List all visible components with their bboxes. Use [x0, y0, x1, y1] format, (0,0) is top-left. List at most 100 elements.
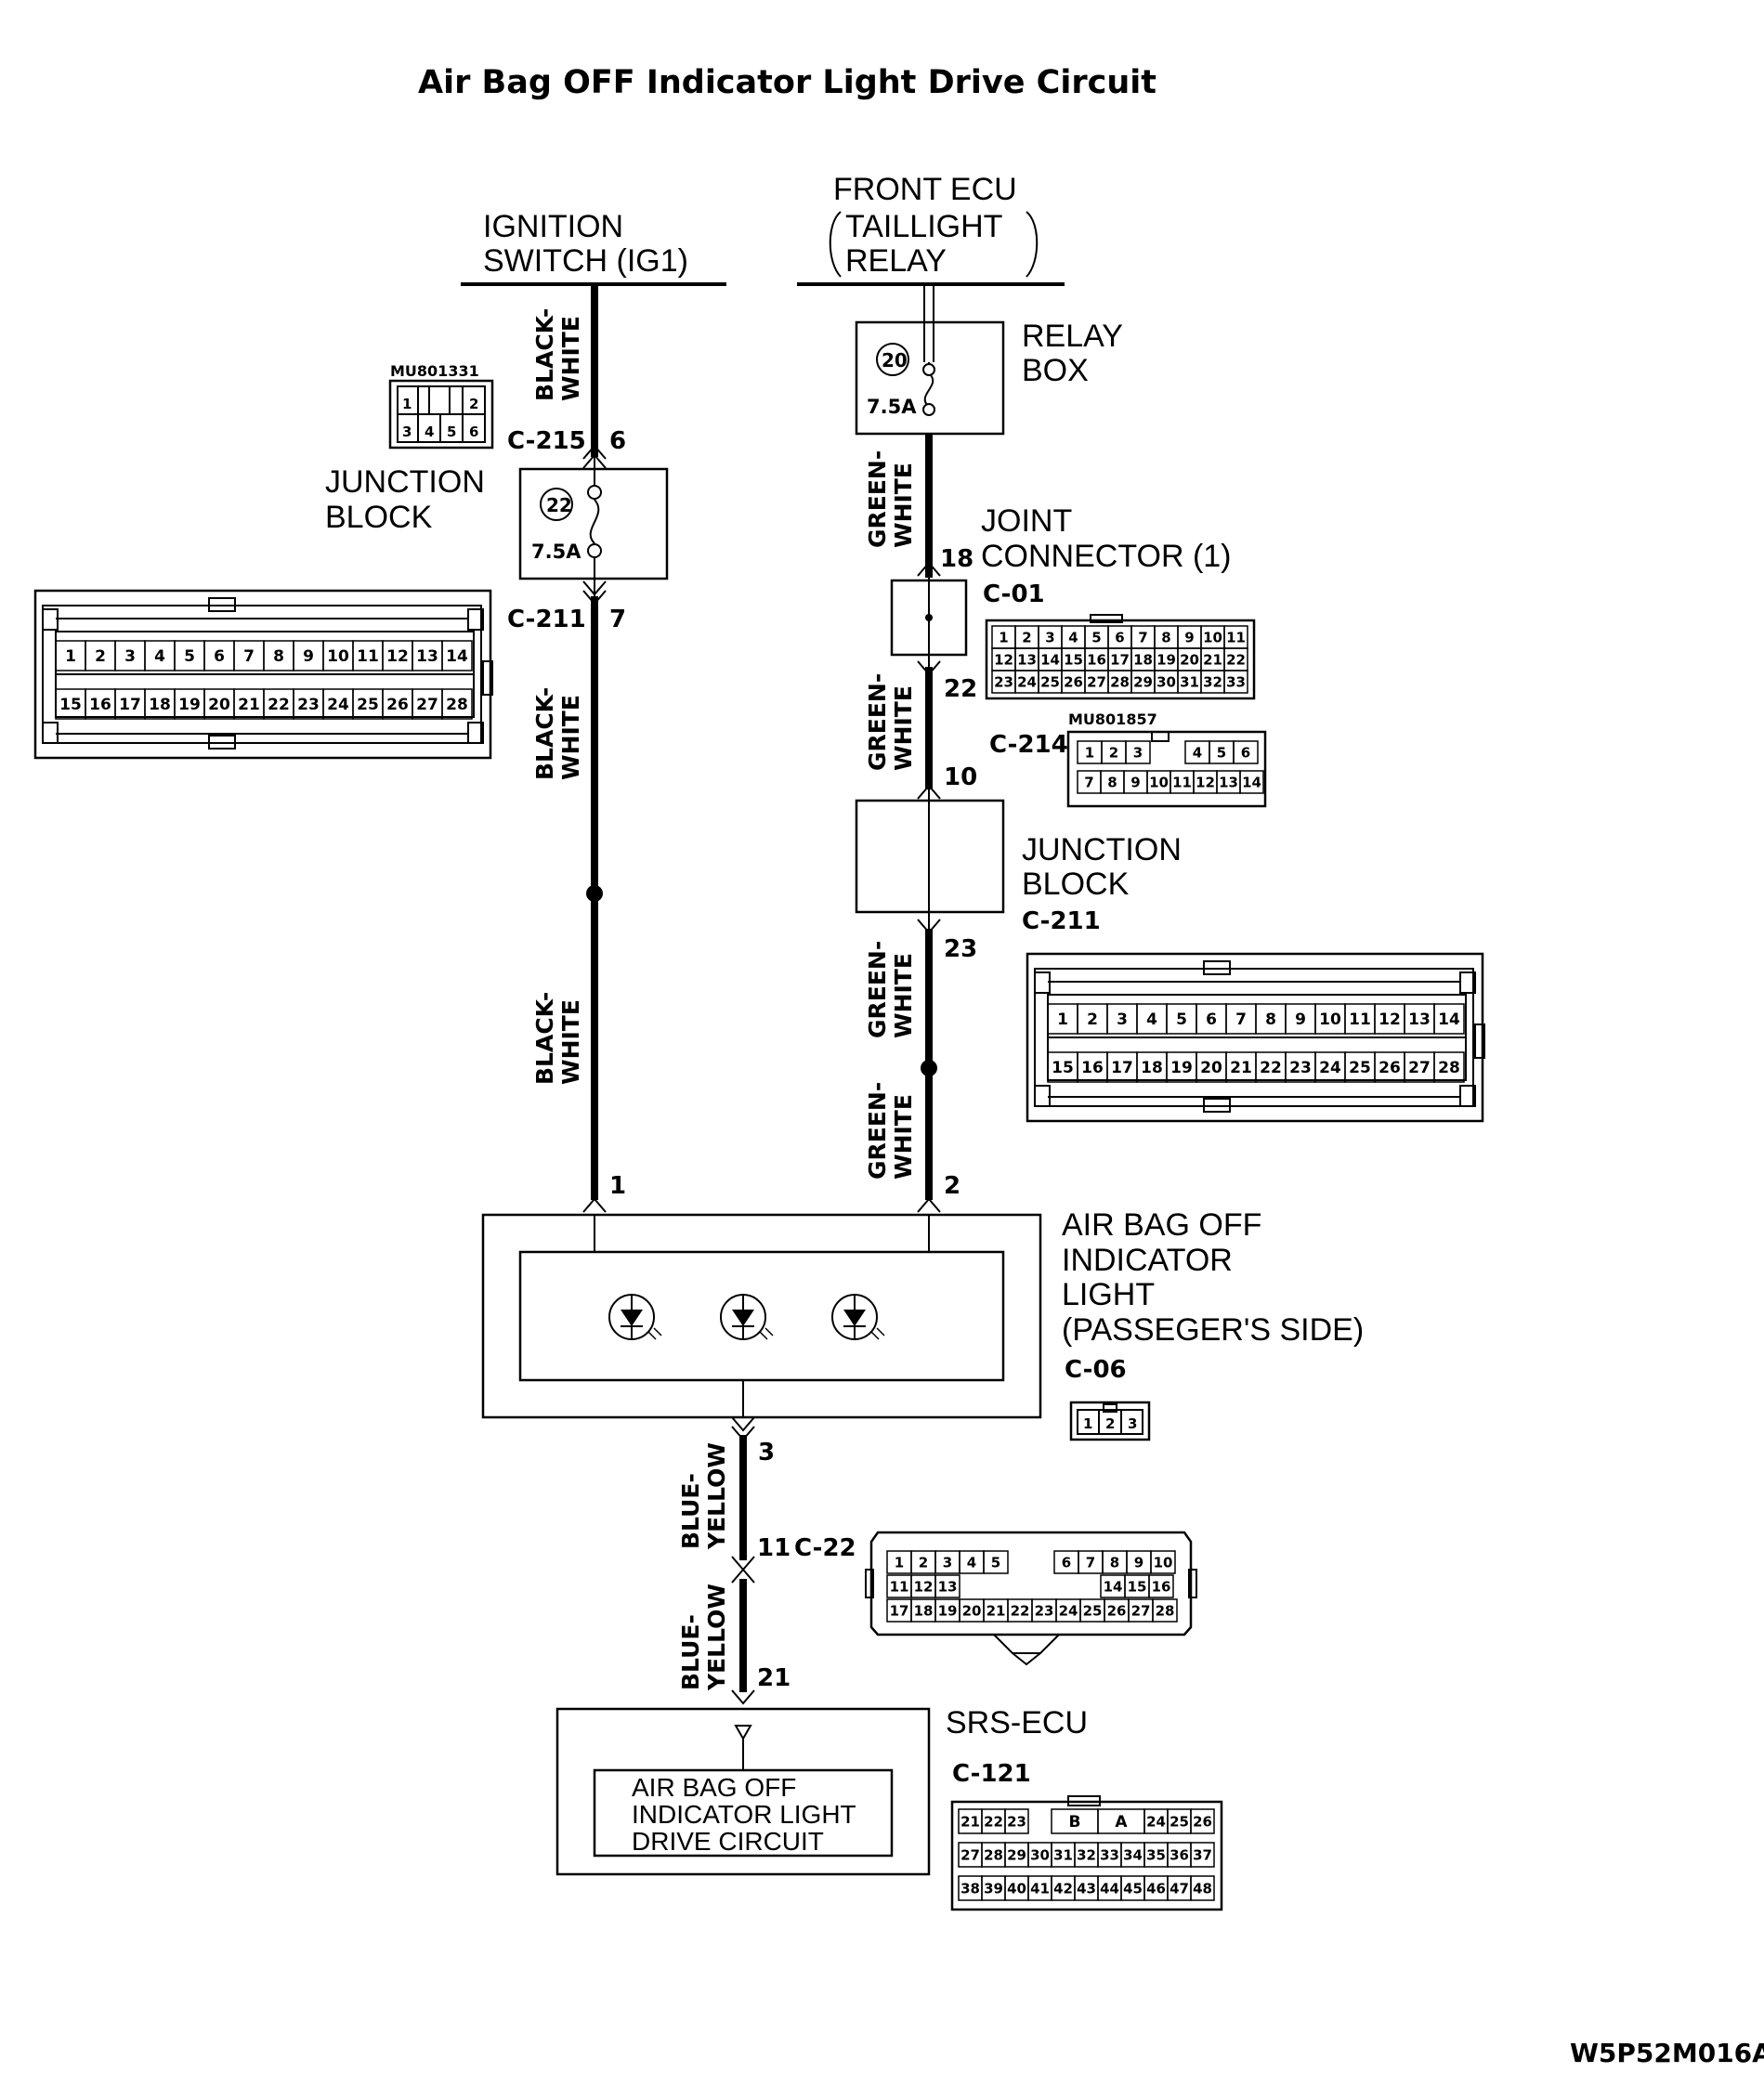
- pin-number: 25: [1083, 1602, 1103, 1619]
- mu801331-pin: 3: [402, 424, 412, 440]
- pin-number: 1: [895, 1554, 904, 1571]
- svg-text:WHITE: WHITE: [890, 1094, 917, 1180]
- svg-text:GREEN-: GREEN-: [864, 673, 891, 771]
- pin-number: 6: [1062, 1554, 1071, 1571]
- svg-text:BLUE-: BLUE-: [677, 1473, 704, 1549]
- connector-arrow: [917, 784, 941, 800]
- c211-connector-label: C-211: [507, 606, 586, 633]
- pin-cell: [1004, 1808, 1029, 1834]
- pin-number: 20: [1200, 1059, 1222, 1077]
- pin-number: 8: [1107, 774, 1117, 790]
- pin-cell: [1223, 670, 1248, 694]
- indicator-pin-out: 3: [758, 1439, 775, 1467]
- pin-number: 15: [1064, 651, 1083, 668]
- ignition-label-1: IGNITION: [483, 209, 623, 244]
- joint-connector-box: [890, 579, 968, 657]
- pin-number: 15: [59, 696, 82, 714]
- pin-number: 44: [1100, 1880, 1119, 1897]
- pin-number: 30: [1156, 673, 1176, 690]
- pin-number: 12: [1196, 774, 1215, 790]
- pin-number: 26: [386, 696, 409, 714]
- pin-number: 24: [1059, 1602, 1078, 1619]
- pin-cell: [441, 640, 473, 671]
- pin-number: 15: [1052, 1059, 1074, 1077]
- relay-box-label-1: RELAY: [1022, 319, 1123, 354]
- connector-arrow: [582, 444, 607, 469]
- pin-number: 14: [446, 647, 468, 666]
- pin-number: 8: [1161, 629, 1170, 645]
- splice-point-left: [586, 885, 603, 902]
- pin-number: 2: [1022, 629, 1031, 645]
- pin-number: 12: [386, 647, 409, 666]
- pin-number: 14: [1242, 774, 1261, 790]
- connector-arrow: [917, 660, 941, 676]
- srs-inner-circuit-box: [593, 1768, 894, 1858]
- svg-text:GREEN-: GREEN-: [864, 1082, 891, 1180]
- connector-arrow: [917, 919, 941, 934]
- pin-number: 17: [1111, 1059, 1133, 1077]
- pin-cell: [934, 1574, 960, 1598]
- pin-number: 26: [1107, 1602, 1127, 1619]
- mu801331-pin: 4: [425, 424, 434, 440]
- pin-cell: [1233, 740, 1259, 764]
- pin-number: 6: [214, 647, 225, 666]
- pin-number: 8: [1265, 1010, 1276, 1029]
- wire-label-blue-yellow-2: BLUE- YELLOW: [677, 1584, 730, 1691]
- pin-number: 26: [1064, 673, 1083, 690]
- pin-number: 5: [1091, 629, 1101, 645]
- pin-number: 21: [1203, 651, 1222, 668]
- svg-text:BLACK-: BLACK-: [531, 992, 558, 1085]
- led-icon: [608, 1294, 662, 1340]
- pin-number: 19: [1170, 1059, 1193, 1077]
- mu801331-pin: 1: [402, 396, 412, 412]
- pin-number: 2: [95, 647, 106, 666]
- pin-number: 10: [1149, 774, 1169, 790]
- pin-number: 11: [357, 647, 379, 666]
- wire-label-black-white-1: BLACK- WHITE: [531, 308, 584, 401]
- fuse-symbol: [589, 469, 600, 579]
- pin-number: 11: [1172, 774, 1192, 790]
- pin-number: 33: [1226, 673, 1246, 690]
- junction-block-right-label-1: JUNCTION: [1022, 832, 1182, 867]
- pin-number: 9: [303, 647, 314, 666]
- pin-number: 27: [1408, 1059, 1431, 1077]
- pin-number: 13: [1017, 651, 1037, 668]
- pin-number: 10: [1154, 1554, 1173, 1571]
- pin-number: 43: [1077, 1880, 1096, 1897]
- relay-box-label-2: BOX: [1022, 353, 1089, 388]
- pin-number: 10: [327, 647, 349, 666]
- mu801331-part-label: MU801331: [390, 362, 479, 380]
- fuse-terminal: [922, 363, 935, 376]
- joint-connector-code: C-01: [983, 580, 1045, 608]
- wire-label-black-white-3: BLACK- WHITE: [531, 992, 584, 1085]
- pin-number: 32: [1203, 673, 1222, 690]
- wire-label-green-white-2: GREEN- WHITE: [864, 673, 917, 771]
- pin-number: 16: [1152, 1578, 1171, 1595]
- svg-text:BLACK-: BLACK-: [531, 308, 558, 401]
- pin-number: 21: [1230, 1059, 1252, 1077]
- c214-pin: 10: [944, 763, 977, 791]
- svg-text:WHITE: WHITE: [890, 685, 917, 771]
- svg-text:YELLOW: YELLOW: [703, 1442, 730, 1550]
- pin-number: 16: [89, 696, 111, 714]
- c215-connector-label: C-215: [507, 427, 586, 455]
- svg-text:2: 2: [1105, 1415, 1115, 1432]
- pin-cell: [1190, 1875, 1215, 1901]
- pin-number: 31: [1053, 1846, 1073, 1863]
- pin-number: 5: [1217, 744, 1226, 761]
- pin-number: 30: [1030, 1846, 1050, 1863]
- pin-number: 11: [1349, 1010, 1371, 1029]
- mu801331-connector: [388, 379, 494, 450]
- pin-number: 4: [1193, 744, 1202, 761]
- diagram-title: Air Bag OFF Indicator Light Drive Circui…: [418, 64, 1156, 101]
- pin-number: 4: [967, 1554, 976, 1571]
- pin-number: 7: [1235, 1010, 1247, 1029]
- pin-number: 22: [1260, 1059, 1282, 1077]
- led-icon: [831, 1294, 885, 1340]
- front-ecu-left-paren: [829, 211, 842, 278]
- pin-number: 13: [938, 1578, 958, 1595]
- pin-cell: [983, 1550, 1009, 1574]
- pin-number: 24: [1017, 673, 1037, 690]
- svg-text:BLUE-: BLUE-: [677, 1614, 704, 1690]
